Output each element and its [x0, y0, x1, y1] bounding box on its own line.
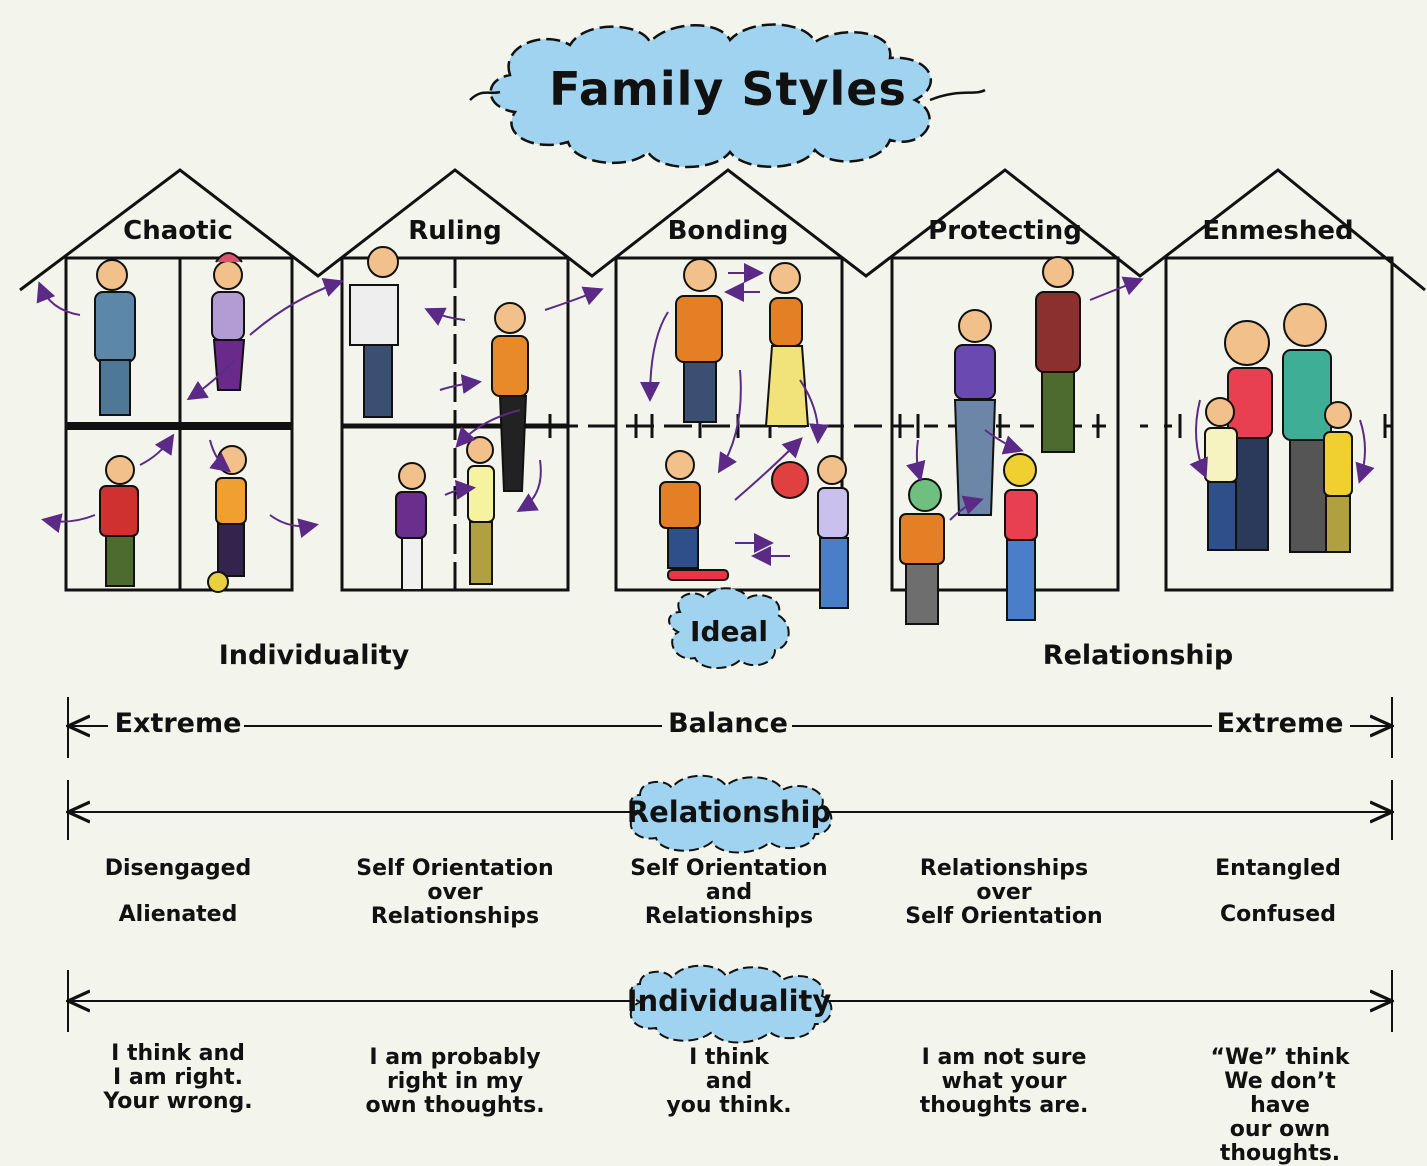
relationship-col-2: Self Orientation over Relationships — [356, 857, 553, 929]
relationship-col-5-line1: Entangled — [1215, 856, 1341, 881]
individuality-col-3: I think and you think. — [666, 1046, 791, 1118]
figure-man-protecting — [1035, 256, 1081, 453]
relationship-col-4-line2: Self Orientation — [905, 904, 1103, 929]
house-enmeshed — [1164, 256, 1394, 592]
figure-woman-ruling — [491, 302, 529, 492]
axis-extreme-right: Extreme — [1216, 708, 1344, 739]
scale-label-relationship: Relationship — [1042, 640, 1234, 671]
individuality-col-2-line1: I am probably — [369, 1045, 541, 1070]
figure-girl-ruling — [466, 436, 495, 585]
house-protecting — [890, 256, 1120, 592]
figure-boy-protecting — [899, 478, 945, 625]
individuality-col-4-line2: what your — [941, 1069, 1067, 1094]
figure-boy-chaotic — [99, 455, 139, 587]
figure-woman-chaotic — [211, 252, 246, 391]
house-label-enmeshed: Enmeshed — [1202, 216, 1354, 246]
relationship-col-3-line1b: and — [705, 880, 753, 905]
extreme-balance-axis — [68, 697, 1392, 758]
relationship-col-1: Disengaged Alienated — [105, 857, 252, 927]
individuality-col-4-line1: I am not sure — [921, 1045, 1087, 1070]
relationship-col-3-line2: Relationships — [644, 904, 814, 929]
relationship-col-5: Entangled Confused — [1215, 857, 1341, 927]
figure-girl-bonding — [771, 455, 849, 609]
relationship-axis-label: Relationship — [626, 795, 832, 829]
individuality-col-3-line3: you think. — [666, 1093, 792, 1118]
ideal-cloud — [668, 587, 790, 669]
relationship-col-1-line2: Alienated — [118, 902, 238, 927]
figure-man-ruling — [349, 246, 399, 418]
individuality-col-1-line1: I think and — [111, 1041, 245, 1066]
scale-label-individuality: Individuality — [218, 640, 410, 671]
individuality-col-1-line2: I am right. — [113, 1065, 243, 1090]
individuality-col-5-line1: “We” think — [1210, 1045, 1350, 1070]
relationship-col-4-line1: Relationships — [919, 856, 1089, 881]
individuality-axis-label: Individuality — [626, 984, 832, 1018]
relationship-col-4-line1b: over — [976, 880, 1032, 905]
family-styles-diagram: Family Styles Chaotic Ruling Bonding Pro… — [19, 23, 1426, 1166]
figure-boy-bonding — [659, 450, 729, 581]
relationship-col-2-line1b: over — [427, 880, 483, 905]
individuality-col-3-line1: I think — [689, 1045, 769, 1070]
figure-boy-ruling — [395, 462, 427, 591]
house-label-ruling: Ruling — [408, 216, 502, 246]
interaction-arrows — [36, 263, 1375, 566]
figure-woman-protecting — [953, 309, 997, 516]
ideal-label: Ideal — [690, 615, 768, 648]
axis-balance: Balance — [668, 708, 788, 739]
individuality-col-2-line3: own thoughts. — [365, 1093, 545, 1118]
individuality-col-2-line2: right in my — [386, 1069, 524, 1094]
figure-woman-bonding — [764, 262, 810, 427]
individuality-col-1-line3: Your wrong. — [103, 1089, 253, 1114]
individuality-col-1: I think and I am right. Your wrong. — [103, 1042, 252, 1114]
family-figures — [94, 246, 1353, 625]
figure-man-bonding — [675, 258, 723, 423]
individuality-col-3-line2: and — [705, 1069, 753, 1094]
individuality-col-5-line2: We don’t have — [1224, 1069, 1336, 1118]
figure-man-chaotic — [94, 259, 136, 416]
title-cloud — [469, 23, 986, 169]
relationship-col-3: Self Orientation and Relationships — [630, 857, 827, 929]
relationship-col-2-line2: Relationships — [370, 904, 540, 929]
individuality-col-5: “We” think We don’t have our own thought… — [1207, 1046, 1354, 1166]
relationship-col-5-line2: Confused — [1220, 902, 1336, 927]
figure-family-enmeshed — [1204, 303, 1353, 553]
page-title: Family Styles — [549, 62, 907, 116]
individuality-col-4-line3: thoughts are. — [919, 1093, 1089, 1118]
individuality-col-2: I am probably right in my own thoughts. — [365, 1046, 544, 1118]
house-label-protecting: Protecting — [928, 216, 1082, 246]
house-label-chaotic: Chaotic — [123, 216, 233, 246]
diagram-artwork — [19, 23, 1426, 1044]
axis-extreme-left: Extreme — [114, 708, 242, 739]
individuality-axis — [68, 964, 1392, 1044]
figure-girl-protecting — [1003, 453, 1038, 621]
relationship-col-4: Relationships over Self Orientation — [905, 857, 1102, 929]
individuality-col-5-line3: our own thoughts. — [1219, 1117, 1341, 1166]
individuality-col-4: I am not sure what your thoughts are. — [920, 1046, 1089, 1118]
house-label-bonding: Bonding — [667, 216, 789, 246]
figure-girl-chaotic — [207, 445, 247, 593]
relationship-col-1-line1: Disengaged — [104, 856, 252, 881]
relationship-col-3-line1: Self Orientation — [630, 856, 828, 881]
relationship-axis — [68, 774, 1392, 854]
relationship-col-2-line1: Self Orientation — [356, 856, 554, 881]
